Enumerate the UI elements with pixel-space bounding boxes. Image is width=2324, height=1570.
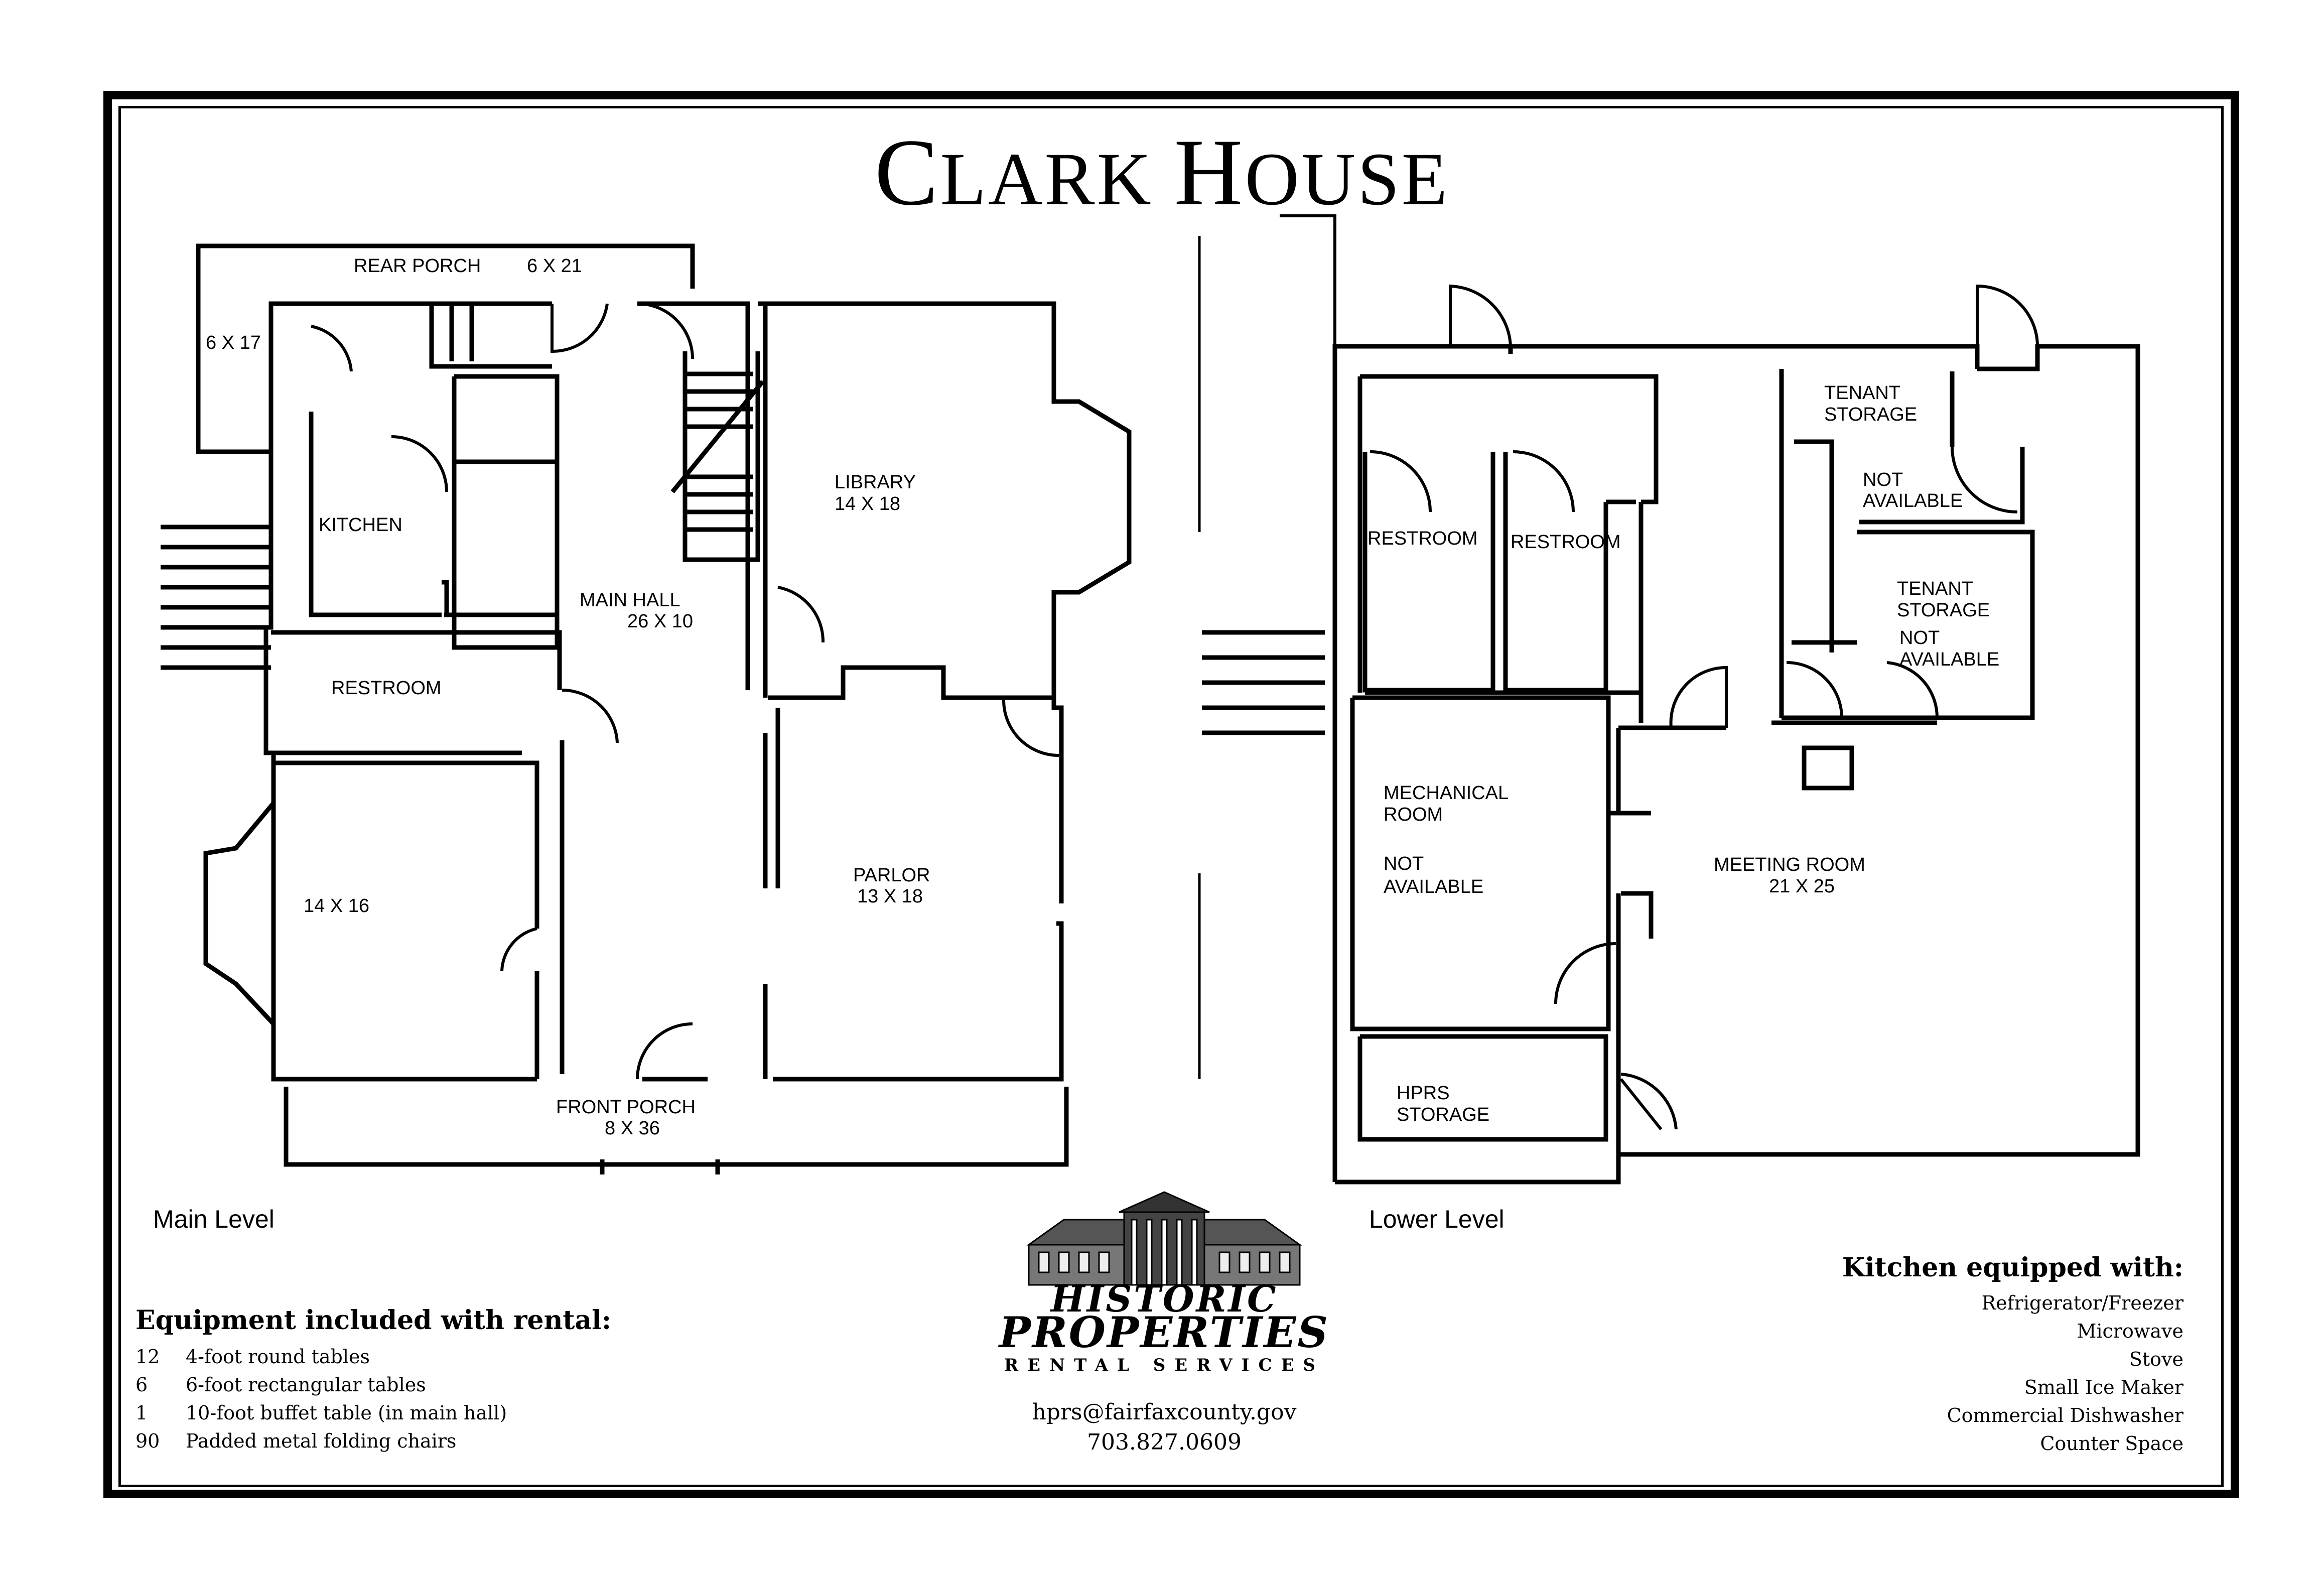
hprs-storage-label-b: STORAGE: [1397, 1104, 1489, 1125]
not-available-2a: NOT: [1899, 627, 1940, 648]
kitchen-item: Counter Space: [2040, 1432, 2183, 1455]
mechanical-label-b: ROOM: [1384, 804, 1443, 825]
equipment-qty: 1: [135, 1402, 148, 1424]
contact-email[interactable]: hprs@fairfaxcounty.gov: [1032, 1399, 1297, 1425]
not-available-2b: AVAILABLE: [1899, 649, 1999, 670]
logo-line-properties: PROPERTIES: [999, 1307, 1330, 1357]
restroom-2-label: RESTROOM: [1511, 532, 1621, 553]
rear-porch-label: REAR PORCH: [354, 255, 481, 277]
equipment-item: 6 6-foot rectangular tables: [135, 1371, 688, 1399]
front-porch-size: 8 X 36: [605, 1118, 660, 1139]
logo-line-rental-services: RENTAL SERVICES: [1004, 1355, 1325, 1375]
title-second-initial: H: [1174, 120, 1245, 225]
not-available-1b: AVAILABLE: [1863, 490, 1963, 511]
inner-border: [118, 106, 2224, 1487]
kitchen-item: Refrigerator/Freezer: [1981, 1292, 2183, 1314]
logo-line-historic: HISTORIC: [1050, 1277, 1278, 1320]
main-hall-size: 26 X 10: [627, 611, 693, 632]
library-label: LIBRARY: [835, 472, 916, 493]
equipment-desc: 10-foot buffet table (in main hall): [186, 1402, 507, 1424]
parlor-size: 13 X 18: [857, 886, 923, 907]
library-size: 14 X 18: [835, 493, 900, 514]
equipment-list: Equipment included with rental: 12 4-foot…: [135, 1305, 688, 1455]
equipment-qty: 6: [135, 1374, 148, 1396]
kitchen-heading: Kitchen equipped with:: [1842, 1252, 2183, 1283]
title-second-rest: OUSE: [1245, 138, 1450, 221]
room-size-label: 14 X 16: [304, 895, 369, 917]
hprs-storage-label: HPRS: [1397, 1083, 1450, 1104]
equipment-item: 12 4-foot round tables: [135, 1343, 688, 1371]
not-available-1a: NOT: [1863, 469, 1903, 490]
outer-border: [103, 91, 2239, 1498]
restroom-1-label: RESTROOM: [1368, 528, 1478, 549]
equipment-desc: Padded metal folding chairs: [186, 1430, 457, 1452]
equipment-desc: 4-foot round tables: [186, 1346, 370, 1368]
rear-porch-size: 6 X 21: [527, 255, 582, 277]
main-level-label: Main Level: [153, 1205, 275, 1233]
equipment-qty: 12: [135, 1346, 160, 1368]
equipment-qty: 90: [135, 1430, 160, 1452]
historic-properties-logo: [1026, 1191, 1302, 1286]
equipment-item: 1 10-foot buffet table (in main hall): [135, 1399, 688, 1427]
lower-level-label: Lower Level: [1369, 1205, 1505, 1233]
tenant-storage-1-label: TENANT: [1824, 382, 1900, 404]
main-level-walls: [161, 243, 1132, 1174]
page-title: CLARK HOUSE: [0, 118, 2324, 227]
kitchen-item: Commercial Dishwasher: [1947, 1404, 2183, 1426]
equipment-desc: 6-foot rectangular tables: [186, 1374, 426, 1396]
kitchen-item: Small Ice Maker: [2024, 1376, 2183, 1398]
mechanical-label: MECHANICAL: [1384, 782, 1509, 804]
kitchen-item: Stove: [2129, 1348, 2183, 1370]
side-porch-size: 6 X 17: [206, 332, 261, 353]
equipment-item: 90 Padded metal folding chairs: [135, 1427, 688, 1455]
parlor-label: PARLOR: [853, 865, 930, 886]
kitchen-equipment-list: Kitchen equipped with: Refrigerator/Free…: [1842, 1252, 2183, 1458]
not-available-3b: AVAILABLE: [1384, 876, 1483, 897]
not-available-3a: NOT: [1384, 853, 1424, 874]
tenant-storage-2-label: TENANT: [1897, 578, 1973, 599]
main-hall-label: MAIN HALL: [580, 590, 680, 611]
title-initial: C: [874, 120, 940, 225]
tenant-storage-2-label-b: STORAGE: [1897, 600, 1990, 621]
tenant-storage-1-label-b: STORAGE: [1824, 404, 1917, 425]
equipment-heading: Equipment included with rental:: [135, 1305, 612, 1336]
kitchen-item: Microwave: [2077, 1320, 2183, 1342]
contact-phone: 703.827.0609: [1087, 1429, 1242, 1455]
restroom-label: RESTROOM: [331, 678, 442, 699]
lower-level-walls: [1198, 214, 2140, 1185]
front-porch-label: FRONT PORCH: [556, 1097, 696, 1118]
kitchen-label: KITCHEN: [319, 514, 402, 536]
title-rest: LARK: [940, 138, 1174, 221]
meeting-room-label: MEETING ROOM: [1714, 854, 1865, 875]
meeting-room-size: 21 X 25: [1769, 876, 1835, 897]
